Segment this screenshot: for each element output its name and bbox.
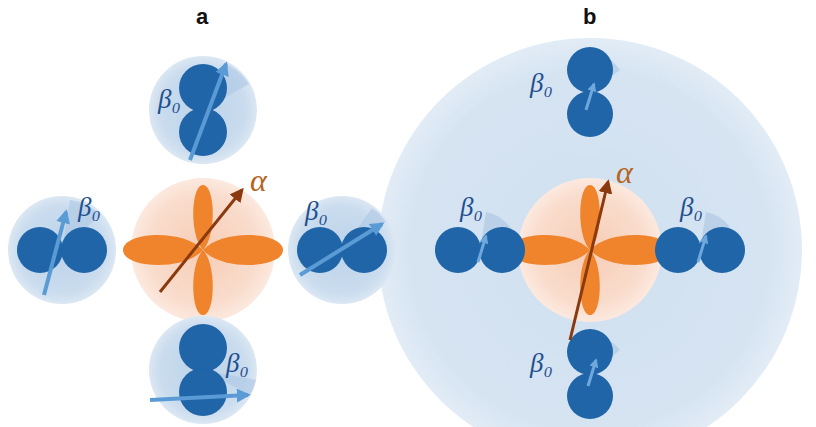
metal-halo-shape	[131, 178, 275, 322]
ligand-sphere: β₀	[288, 196, 396, 304]
angle-label: β₀	[530, 70, 553, 97]
ligand-sphere-shape	[149, 56, 257, 164]
metal-halo: α	[131, 178, 275, 322]
ligand-sphere-outline	[288, 196, 396, 304]
panel-label: a	[196, 6, 208, 28]
ligand-dumbbell	[17, 47, 745, 419]
angle-wedge	[590, 54, 620, 92]
panel-label: b	[583, 6, 596, 28]
solvent-shell	[378, 38, 802, 427]
ligand-sphere: β₀	[149, 56, 257, 164]
angle-label: β₀	[680, 194, 703, 221]
ligand-sphere: β₀	[8, 196, 116, 304]
angle-label: β₀	[530, 350, 553, 377]
angle-label: α	[250, 164, 267, 196]
metal-halo-outline	[131, 178, 275, 322]
ligand-sphere-shape	[288, 196, 396, 304]
angle-wedge	[700, 212, 730, 250]
ligand-sphere-shape	[149, 316, 257, 424]
angle-wedge	[590, 336, 620, 374]
dipole-arrow	[478, 84, 706, 386]
ligand-sphere: β₀	[149, 316, 257, 424]
metal-halo-outline	[518, 178, 662, 322]
angle-label: β₀	[305, 198, 328, 225]
metal-halo-shape	[518, 178, 662, 322]
angle-label: β₀	[226, 350, 249, 377]
angle-label: β₀	[158, 86, 181, 113]
angle-label: α	[616, 156, 633, 188]
angle-wedge	[480, 54, 730, 374]
angle-label: β₀	[460, 194, 483, 221]
angle-label: β₀	[78, 194, 101, 221]
metal-halo: α	[518, 178, 662, 322]
angle-wedge	[480, 212, 510, 250]
